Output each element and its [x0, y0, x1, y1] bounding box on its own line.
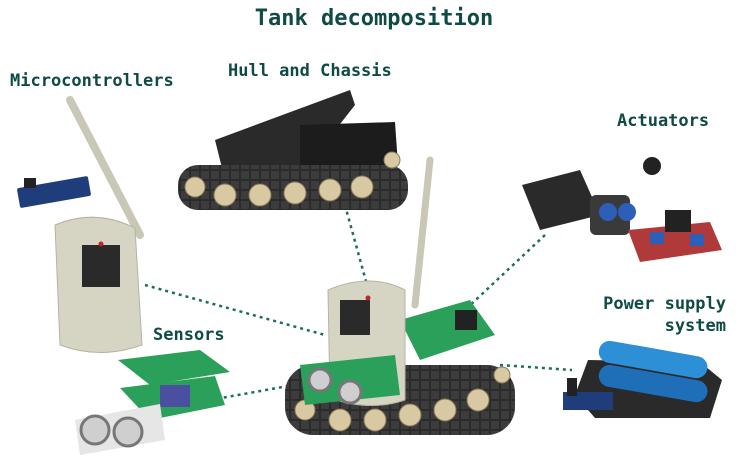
actuators-image	[522, 157, 722, 262]
connector-lines	[144, 204, 573, 402]
label-power-supply-line2: system	[664, 316, 726, 336]
hull-chassis-image	[178, 90, 408, 210]
connector-actuators	[464, 234, 546, 311]
connector-sensors	[209, 381, 306, 402]
label-hull-chassis: Hull and Chassis	[228, 61, 392, 81]
sensors-image	[75, 350, 230, 455]
connector-hull	[343, 204, 369, 286]
connector-microcontrollers	[144, 283, 326, 337]
label-microcontrollers: Microcontrollers	[10, 71, 174, 91]
label-sensors: Sensors	[153, 325, 225, 345]
power-supply-image	[563, 340, 722, 418]
microcontroller-board-image	[17, 176, 91, 208]
diagram-title: Tank decomposition	[254, 6, 494, 31]
label-actuators: Actuators	[617, 111, 710, 131]
label-power-supply-line1: Power supply	[603, 294, 726, 314]
label-power-supply: Power supply system	[603, 293, 726, 337]
microcontroller-enclosure-image	[54, 96, 144, 353]
assembled-tank-image	[285, 156, 515, 435]
connector-power	[499, 363, 573, 372]
